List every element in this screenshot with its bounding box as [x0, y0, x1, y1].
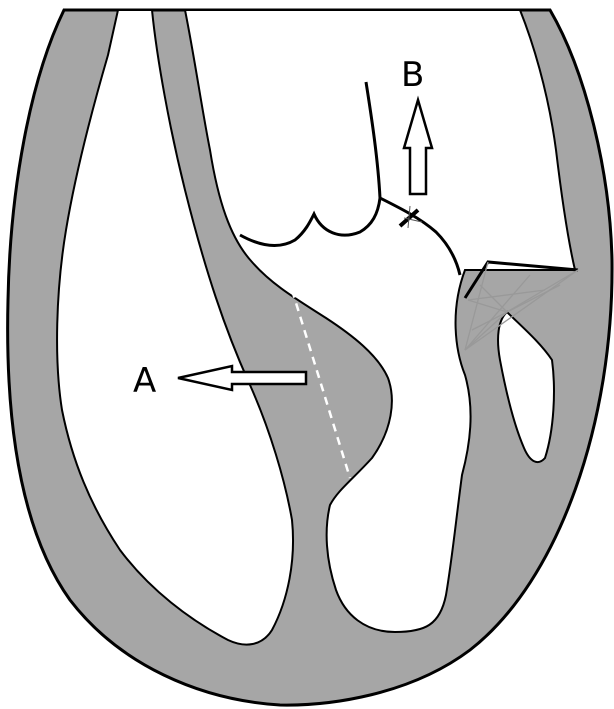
label-b: B: [401, 55, 424, 95]
label-a: A: [133, 361, 156, 401]
